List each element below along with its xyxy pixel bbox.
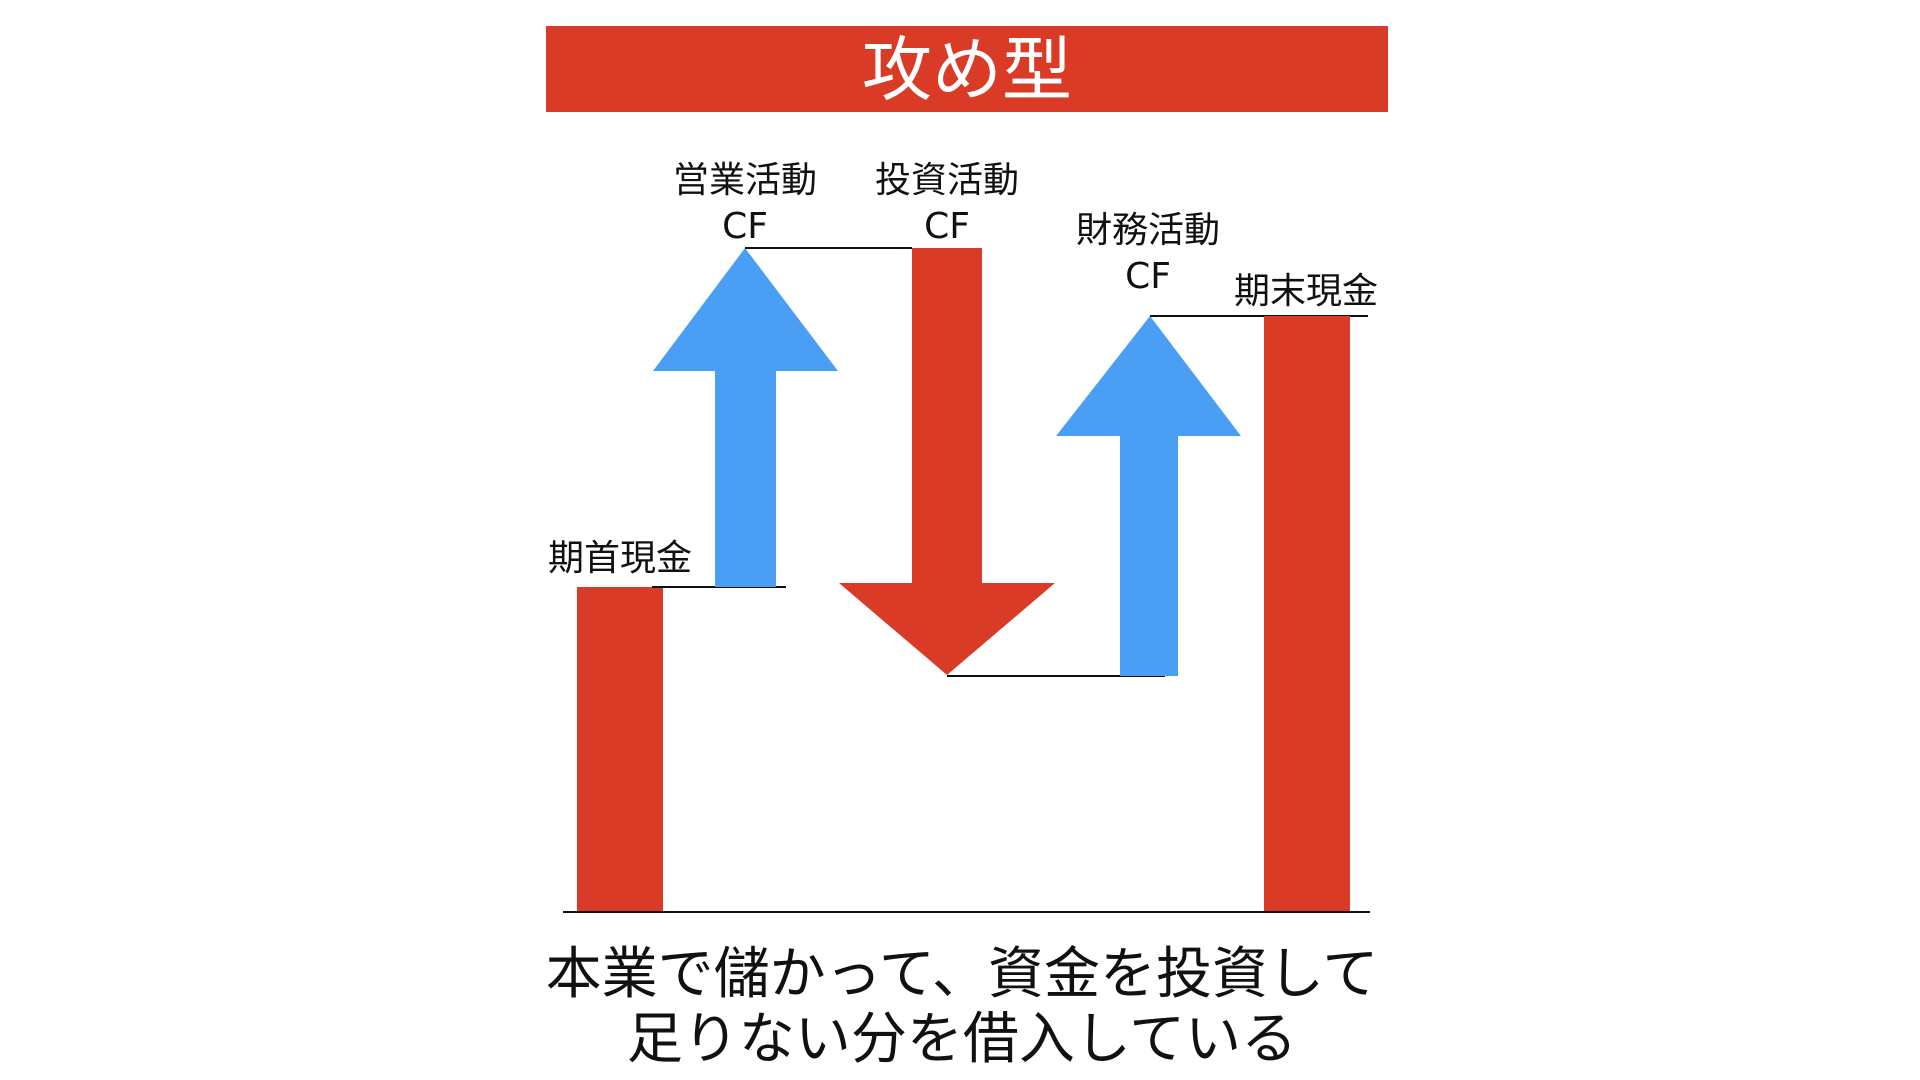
- financing-cf-label-line1: 財務活動: [1076, 210, 1220, 251]
- operating-cf-up-arrow: [653, 248, 838, 587]
- caption-line1: 本業で儲かって、資金を投資して: [546, 942, 1379, 1007]
- caption-line2: 足りない分を借入している: [627, 1007, 1297, 1072]
- closing-cash-label: 期末現金: [1234, 271, 1378, 312]
- investing-cf-label-line2: CF: [924, 206, 970, 247]
- opening-cash-bar: [577, 587, 663, 912]
- investing-cf-label-line1: 投資活動: [875, 160, 1019, 201]
- opening-cash-label: 期首現金: [548, 538, 692, 579]
- financing-cf-up-arrow: [1056, 316, 1241, 676]
- closing-cash-bar: [1264, 316, 1350, 912]
- operating-cf-label-line1: 営業活動: [673, 160, 817, 201]
- investing-cf-down-arrow: [839, 248, 1055, 675]
- operating-cf-label-line2: CF: [722, 206, 768, 247]
- title-text: 攻め型: [862, 29, 1072, 111]
- title-banner: [546, 26, 1388, 112]
- financing-cf-label-line2: CF: [1125, 256, 1171, 297]
